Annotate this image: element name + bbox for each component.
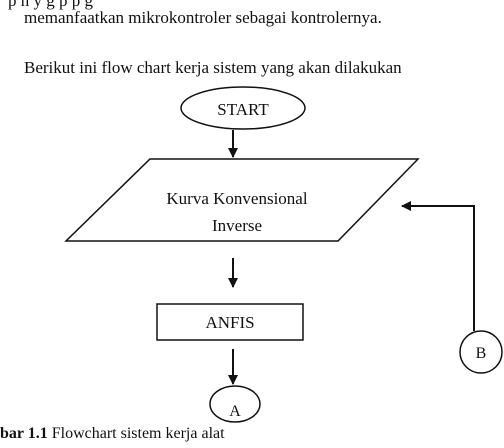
caption-label: bar 1.1 <box>0 425 48 442</box>
connector-a: A <box>209 385 261 423</box>
connector-b-label: B <box>476 345 487 362</box>
input-parallelogram: Kurva Konvensional Inverse <box>64 158 420 242</box>
intro-sentence: Berikut ini flow chart kerja sistem yang… <box>24 58 402 77</box>
start-terminator: START <box>180 86 306 130</box>
figure-caption: bar 1.1 Flowchart sistem kerja alat <box>0 425 225 443</box>
input-label-line1: Kurva Konvensional <box>166 189 307 208</box>
cut-off-text-line: p n y g p p g <box>8 0 93 10</box>
caption-text: Flowchart sistem kerja alat <box>47 425 225 442</box>
input-label-line2: Inverse <box>212 216 262 235</box>
arrow-b-to-input <box>401 201 475 331</box>
start-label: START <box>217 100 269 119</box>
connector-a-label: A <box>229 403 241 420</box>
connector-b: B <box>459 330 503 374</box>
paragraph-line: memanfaatkan mikrokontroler sebagai kont… <box>24 8 382 27</box>
process-box: ANFIS <box>156 303 304 341</box>
process-label: ANFIS <box>205 313 254 332</box>
